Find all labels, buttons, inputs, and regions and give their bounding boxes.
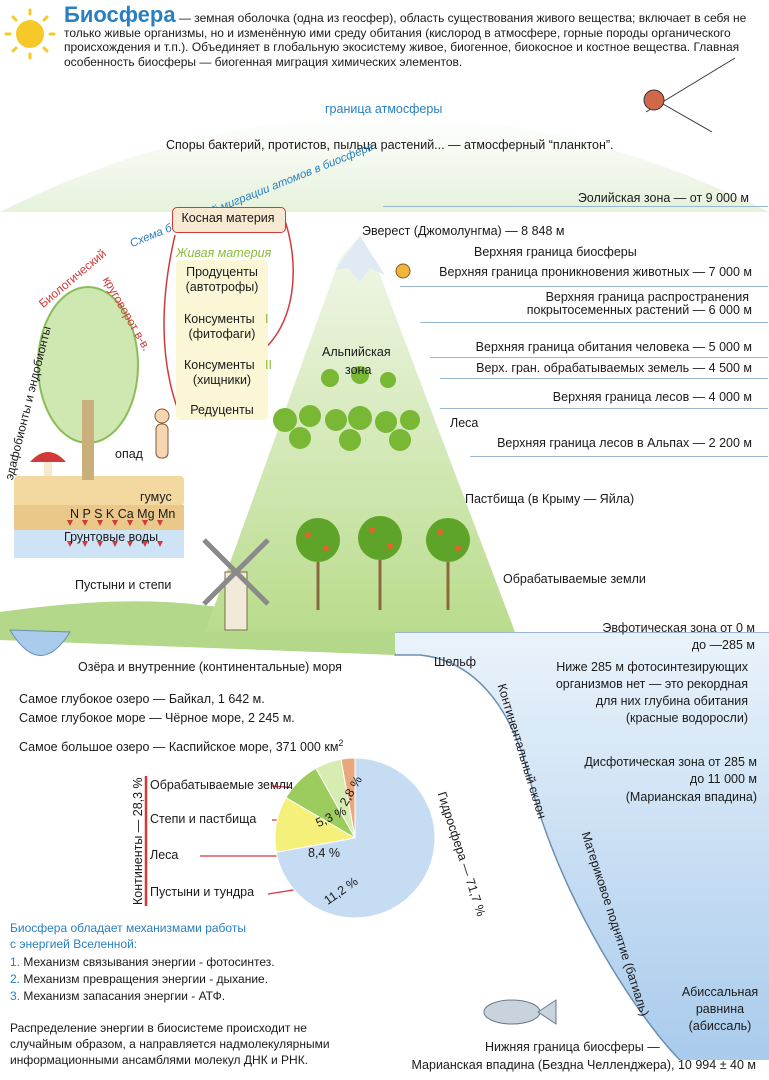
photosynthesis-limit-3: для них глубина обитания	[595, 694, 748, 708]
forests-label: Леса	[450, 416, 479, 430]
groundwater-label: Грунтовые воды	[64, 530, 159, 544]
intro-paragraph: Биосфера — земная оболочка (одна из геос…	[64, 4, 764, 69]
pie-value-forests: 8,4 %	[308, 846, 340, 860]
producers-label: Продуценты	[186, 265, 258, 279]
abyssal-plain-label-1: Абиссальная	[681, 985, 759, 999]
pie-legend-steppes: Степи и пастбища	[150, 812, 257, 826]
ocean-water	[390, 632, 769, 1060]
big-tree	[37, 286, 139, 480]
consumers-2-order: II	[265, 358, 272, 372]
mechanism-item: 2. Механизм превращения энергии - дыхани…	[10, 972, 269, 986]
human-limit-label: Верхняя граница обитания человека — 5 00…	[475, 340, 752, 354]
mushroom-icon	[30, 452, 66, 476]
alpine-zone-label-2: зона	[345, 363, 372, 377]
land-use-pie-chart	[274, 757, 436, 919]
upper-biosphere-label: Верхняя граница биосферы	[474, 245, 637, 259]
mariana-label: (Марианская впадина)	[625, 790, 757, 804]
pie-legend-farmland: Обрабатываемые земли	[150, 778, 293, 792]
euphotic-zone-label: Эвфотическая зона от 0 м	[602, 621, 755, 635]
plants-limit-label-1: Верхняя граница распространения	[545, 290, 749, 304]
everest-label: Эверест (Джомолунгма) — 8 848 м	[362, 224, 565, 238]
energy-footer-3: информационными ансамблями молекул ДНК и…	[10, 1053, 309, 1067]
photosynthesis-limit-2: организмов нет — это рекордная	[555, 677, 748, 691]
abyssal-plain-label-2: равнина	[695, 1002, 745, 1016]
reducers-label: Редуценты	[190, 403, 254, 417]
element-arrows	[67, 520, 163, 547]
zone-rule	[470, 456, 768, 457]
humus-label: гумус	[140, 490, 172, 504]
living-matter-label: Живая материя	[176, 246, 272, 260]
continents-label: Континенты — 28,3 %	[131, 777, 145, 905]
alpine-zone-label: Альпийская	[322, 345, 391, 359]
living-matter-box	[176, 260, 268, 420]
page-title: Биосфера	[64, 2, 176, 27]
litter-label: опад	[115, 447, 143, 461]
pastures-label: Пастбища (в Крыму — Яйла)	[465, 492, 635, 506]
alps-forest-limit-label: Верхняя граница лесов в Альпах — 2 200 м	[497, 436, 752, 450]
pie-legend-deserts: Пустыни и тундра	[150, 885, 255, 899]
shelf-label: Шельф	[434, 655, 477, 669]
zone-rule	[395, 632, 769, 633]
energy-footer-2: случайным образом, а направляется надмол…	[10, 1037, 330, 1051]
mountain-forest	[273, 366, 470, 610]
intro-text: — земная оболочка (одна из геосфер), обл…	[64, 11, 747, 69]
dysphotic-zone-label: Дисфотическая зона от 285 м	[584, 755, 757, 769]
consumers-1-sub-label: (фитофаги)	[188, 327, 256, 341]
mechanism-item: 3. Механизм запасания энергии - АТФ.	[10, 989, 226, 1003]
mechanism-item: 1. Механизм связывания энергии - фотосин…	[10, 955, 275, 969]
zone-rule	[440, 378, 768, 379]
dysphotic-zone-depth-label: до 11 000 м	[689, 772, 757, 786]
farmland-label: Обрабатываемые земли	[503, 572, 646, 586]
consumers-2-label: Консументы	[184, 358, 255, 372]
biggest-lake-label: Самое большое озеро — Каспийское море, 3…	[19, 736, 343, 755]
zone-rule	[440, 408, 768, 409]
ground-strip	[0, 601, 395, 655]
plants-limit-label-2: покрытосеменных растений — 6 000 м	[526, 303, 752, 317]
animals-limit-label: Верхняя граница проникновения животных —…	[439, 265, 752, 279]
aeolian-zone-label: Эолийская зона — от 9 000 м	[577, 191, 749, 205]
lake	[9, 629, 71, 656]
forest-limit-label: Верхняя граница лесов — 4 000 м	[552, 390, 752, 404]
lakes-label: Озёра и внутренние (континентальные) мор…	[78, 660, 342, 674]
inert-matter-label: Косная материя	[181, 211, 275, 225]
sun-icon	[4, 8, 56, 60]
photosynthesis-limit-4: (красные водоросли)	[625, 711, 748, 725]
zone-rule	[430, 357, 768, 358]
atmosphere-dome	[0, 116, 769, 212]
farmland-limit-label: Верх. гран. обрабатываемых земель — 4 50…	[476, 361, 752, 375]
mechanisms-heading-1: Биосфера обладает механизмами работы	[10, 921, 246, 935]
abyssal-plain-label-3: (абиссаль)	[688, 1019, 752, 1033]
zone-rule	[383, 206, 768, 207]
consumers-1-order: I	[265, 312, 269, 326]
consumers-1-label: Консументы	[184, 312, 255, 326]
atmospheric-plankton-label: Споры бактерий, протистов, пыльца растен…	[166, 138, 614, 152]
challenger-deep-label: Марианская впадина (Бездна Челленджера),…	[411, 1058, 756, 1072]
pie-legend-forests: Леса	[150, 848, 179, 862]
lower-biosphere-label: Нижняя граница биосферы —	[485, 1040, 660, 1054]
biggest-lake-text: Самое большое озеро — Каспийское море, 3…	[19, 740, 339, 755]
euphotic-zone-depth-label: до —285 м	[691, 638, 755, 652]
square-superscript: 2	[338, 738, 344, 748]
deepest-sea-label: Самое глубокое море — Чёрное море, 2 245…	[19, 711, 295, 725]
deserts-steppes-label: Пустыни и степи	[75, 578, 172, 592]
photosynthesis-limit-1: Ниже 285 м фотосинтезирующих	[556, 660, 748, 674]
pie-slice-4	[275, 757, 436, 919]
deepest-lake-label: Самое глубокое озеро — Байкал, 1 642 м.	[19, 692, 265, 706]
zone-rule	[400, 286, 768, 287]
soil-elements-label: N P S K Ca Mg Mn	[70, 507, 176, 521]
windmill-icon	[202, 538, 270, 631]
producers-sub-label: (автотрофы)	[185, 280, 259, 294]
person-icon	[154, 408, 170, 459]
atmosphere-boundary-label: граница атмосферы	[325, 102, 443, 116]
snail-icon	[395, 263, 411, 279]
energy-footer-1: Распределение энергии в биосистеме проис…	[10, 1021, 307, 1035]
inert-matter-box	[172, 207, 286, 233]
zone-rule	[420, 322, 768, 323]
consumers-2-sub-label: (хищники)	[192, 373, 252, 387]
fish-icon	[483, 999, 557, 1025]
mechanisms-heading-2: с энергией Вселенной:	[10, 937, 138, 951]
satellite-icon	[643, 57, 736, 133]
